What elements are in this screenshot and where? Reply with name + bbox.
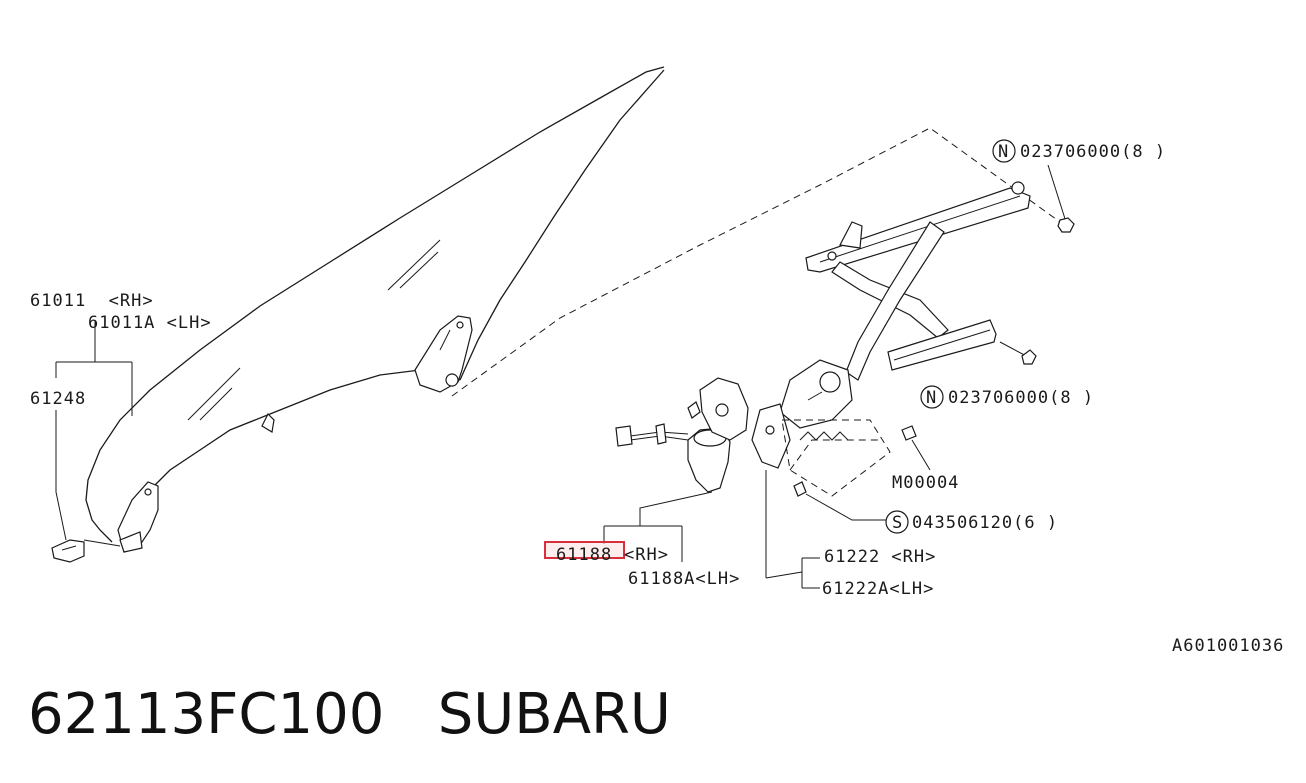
label-glass-lh[interactable]: 61011A <LH> bbox=[88, 313, 212, 333]
label-glass-rh[interactable]: 61011 <RH> bbox=[30, 291, 154, 311]
label-motor-rh-side[interactable]: <RH> bbox=[624, 545, 669, 565]
label-screw[interactable]: 043506120(6 ) bbox=[912, 513, 1058, 533]
label-bolt[interactable]: M00004 bbox=[892, 473, 959, 493]
diagram-reference-code: A601001036 bbox=[1172, 636, 1285, 656]
door-glass-drawing bbox=[51, 66, 665, 563]
dashed-connector-glass bbox=[451, 127, 1061, 397]
label-sash[interactable]: 61248 bbox=[30, 389, 86, 409]
window-regulator-drawing bbox=[751, 181, 1031, 497]
label-nut-top[interactable]: 023706000(8 ) bbox=[1020, 142, 1166, 162]
nut-top-code-badge bbox=[992, 139, 1016, 163]
page-title: 62113FC100 SUBARU bbox=[28, 682, 671, 747]
nut-mid-code-badge bbox=[920, 385, 944, 409]
nut-top-code-letter: N bbox=[998, 142, 1008, 162]
motor-leaders bbox=[603, 491, 713, 562]
label-regulator-lh[interactable]: 61222A<LH> bbox=[822, 579, 934, 599]
label-nut-mid[interactable]: 023706000(8 ) bbox=[948, 388, 1094, 408]
bolt-drawing bbox=[901, 425, 931, 471]
glass-leaders bbox=[55, 320, 133, 547]
screw-code-letter: S bbox=[892, 513, 902, 533]
label-regulator-rh[interactable]: 61222 <RH> bbox=[824, 547, 936, 567]
label-motor-rh-number[interactable]: 61188 bbox=[556, 545, 612, 565]
highlight-box-61188 bbox=[544, 541, 625, 559]
label-motor-lh[interactable]: 61188A<LH> bbox=[628, 569, 740, 589]
screw-drawing bbox=[793, 481, 886, 521]
window-motor-drawing bbox=[615, 377, 749, 493]
screw-code-badge bbox=[885, 510, 909, 534]
nut-mid-drawing bbox=[999, 341, 1037, 365]
nut-mid-code-letter: N bbox=[926, 388, 936, 408]
nut-top-drawing bbox=[1047, 164, 1075, 233]
regulator-leaders bbox=[765, 470, 820, 589]
